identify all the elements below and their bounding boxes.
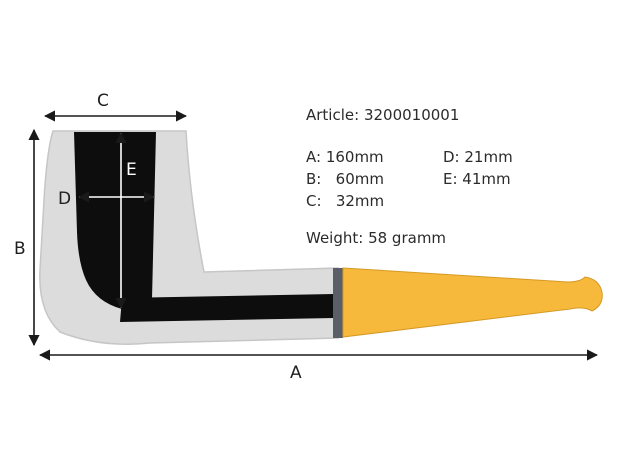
spec-a-length: A: 160mm xyxy=(306,148,384,166)
dimension-e-label: E xyxy=(126,160,137,180)
spec-d-chamber-diameter: D: 21mm xyxy=(443,148,513,166)
weight: Weight: 58 gramm xyxy=(306,229,447,247)
spec-e-chamber-depth: E: 41mm xyxy=(443,170,511,188)
dimension-a-label: A xyxy=(290,363,302,383)
dimension-b-label: B xyxy=(14,239,26,259)
smoke-channel xyxy=(120,294,334,322)
bowl-chamber xyxy=(74,132,156,309)
dimension-c-label: C xyxy=(97,91,109,111)
ferrule-band xyxy=(333,268,343,338)
spec-c-bowl-width: C: 32mm xyxy=(306,192,385,210)
mouthpiece xyxy=(342,267,603,338)
spec-b-height: B: 60mm xyxy=(306,170,384,188)
article-number: Article: 3200010001 xyxy=(306,106,460,124)
dimension-d-label: D xyxy=(58,189,71,209)
